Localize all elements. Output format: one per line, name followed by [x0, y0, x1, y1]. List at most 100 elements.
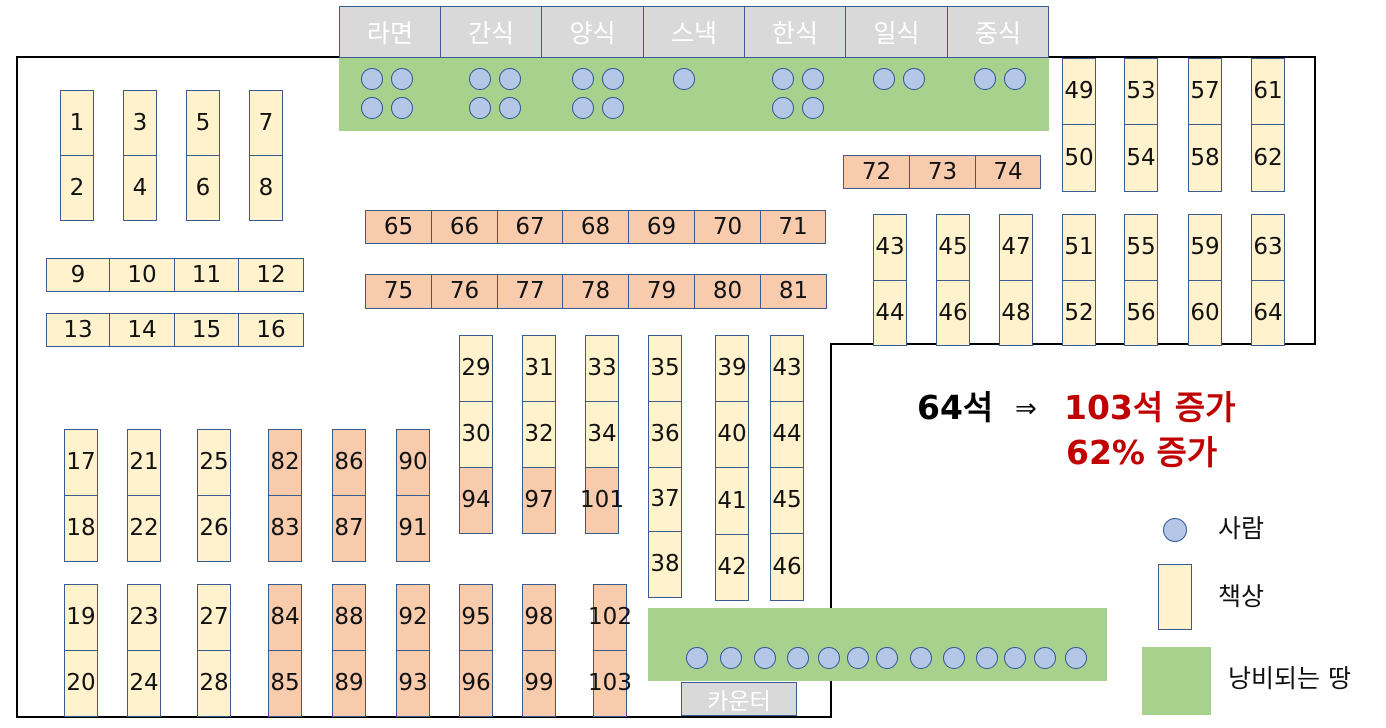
waste-area-bottom [648, 608, 1107, 681]
desk: 34 [585, 401, 619, 468]
person-icon [847, 647, 869, 669]
seat-increase-percent: 62% 증가 [1066, 433, 1218, 472]
person-icon [499, 68, 521, 90]
wall-right [1314, 56, 1316, 345]
person-icon [469, 68, 491, 90]
desk: 9 [46, 258, 110, 292]
person-icon [1163, 518, 1187, 542]
person-icon [361, 68, 383, 90]
person-icon [976, 647, 998, 669]
desk: 11 [174, 258, 239, 292]
desk: 2 [60, 155, 94, 221]
desk: 50 [1062, 124, 1096, 192]
desk: 1 [60, 90, 94, 156]
desk: 29 [459, 335, 493, 402]
desk: 46 [770, 533, 804, 601]
waste-area-top [339, 58, 1049, 131]
person-icon [903, 68, 925, 90]
person-icon [772, 97, 794, 119]
added-desk: 66 [431, 210, 498, 244]
added-desk: 86 [332, 429, 366, 496]
desk: 25 [197, 429, 231, 496]
added-desk: 68 [562, 210, 629, 244]
added-desk: 92 [396, 584, 430, 651]
category-tab: 간식 [440, 6, 542, 58]
desk: 62 [1251, 124, 1285, 192]
added-desk: 72 [843, 155, 910, 189]
added-desk: 94 [459, 467, 493, 534]
desk: 38 [648, 531, 682, 598]
desk: 64 [1251, 280, 1285, 346]
legend-waste-swatch [1142, 647, 1211, 715]
desk: 57 [1188, 58, 1222, 125]
wall-bottom [16, 716, 832, 718]
desk: 46 [936, 280, 970, 346]
added-desk: 70 [694, 210, 761, 244]
person-icon [943, 647, 965, 669]
desk: 48 [999, 280, 1033, 346]
added-desk: 82 [268, 429, 302, 496]
desk: 4 [123, 155, 157, 221]
desk: 10 [109, 258, 175, 292]
desk: 41 [715, 467, 749, 535]
added-desk: 73 [909, 155, 976, 189]
person-icon [602, 68, 624, 90]
desk: 54 [1124, 124, 1158, 192]
desk: 23 [127, 584, 161, 651]
desk: 60 [1188, 280, 1222, 346]
added-desk: 97 [522, 467, 556, 534]
desk: 47 [999, 214, 1033, 281]
desk: 45 [936, 214, 970, 281]
desk: 7 [249, 90, 283, 156]
added-desk: 88 [332, 584, 366, 651]
category-tab: 일식 [845, 6, 948, 58]
legend-desk-swatch [1158, 564, 1192, 630]
added-desk: 74 [975, 155, 1041, 189]
desk: 31 [522, 335, 556, 402]
wall-top-left [16, 56, 340, 58]
added-desk: 78 [562, 274, 629, 309]
person-icon [787, 647, 809, 669]
added-desk: 102 [588, 584, 632, 651]
person-icon [910, 647, 932, 669]
added-desk: 65 [365, 210, 432, 244]
person-icon [391, 97, 413, 119]
desk: 33 [585, 335, 619, 402]
person-icon [1065, 647, 1087, 669]
desk: 45 [770, 467, 804, 534]
desk: 28 [197, 650, 231, 717]
wall-left [16, 56, 18, 718]
legend-desk-label: 책상 [1218, 582, 1265, 611]
added-desk: 83 [268, 495, 302, 562]
desk: 20 [64, 650, 98, 717]
legend-person-label: 사람 [1218, 514, 1265, 543]
desk: 24 [127, 650, 161, 717]
desk: 36 [648, 401, 682, 468]
desk: 63 [1251, 214, 1285, 281]
arrow-icon: ⇒ [1015, 394, 1037, 424]
category-tab: 양식 [541, 6, 644, 58]
desk: 35 [648, 335, 682, 402]
desk: 43 [873, 214, 907, 281]
category-tab: 중식 [947, 6, 1049, 58]
desk: 49 [1062, 58, 1096, 125]
desk: 32 [522, 401, 556, 468]
desk: 44 [770, 401, 804, 468]
category-tab: 한식 [744, 6, 846, 58]
added-desk: 89 [332, 650, 366, 717]
desk: 39 [715, 335, 749, 402]
desk: 58 [1188, 124, 1222, 192]
seat-count-after: 103석 증가 [1064, 388, 1236, 427]
added-desk: 76 [431, 274, 498, 309]
person-icon [802, 97, 824, 119]
added-desk: 103 [588, 650, 632, 717]
desk: 21 [127, 429, 161, 496]
added-desk: 67 [497, 210, 563, 244]
added-desk: 98 [522, 584, 556, 651]
added-desk: 95 [459, 584, 493, 651]
desk: 18 [64, 495, 98, 562]
person-icon [686, 647, 708, 669]
added-desk: 101 [580, 467, 624, 534]
person-icon [602, 97, 624, 119]
counter: 카운터 [681, 682, 797, 716]
